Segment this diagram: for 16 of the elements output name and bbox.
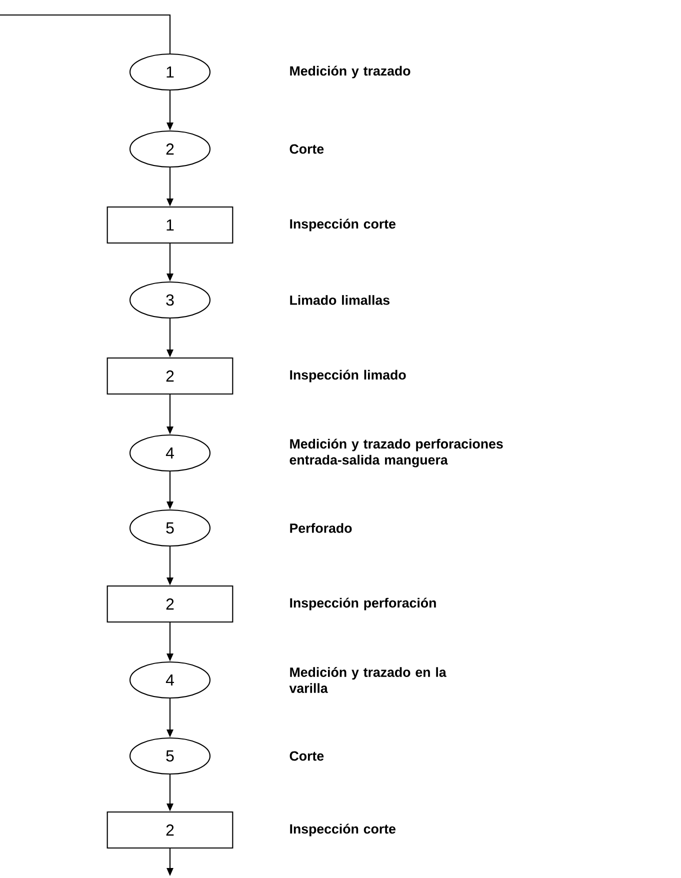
step-label: Inspección corte (290, 824, 396, 836)
step-label: Inspección limado (290, 370, 406, 382)
step-label: Corte (290, 751, 324, 761)
step-label: Corte (290, 144, 324, 154)
step-label: Medición y trazado (290, 66, 410, 78)
inspection-box: 1 (106, 206, 234, 244)
connector-line (0, 14, 171, 54)
step-label: Inspección corte (290, 218, 396, 232)
inspection-box: 2 (106, 585, 234, 623)
step-label: Perforado (290, 523, 352, 533)
inspection-box: 2 (106, 811, 234, 849)
inspection-box: 2 (106, 357, 234, 395)
step-label: Medición y trazado perforaciones entrada-salida manguera (290, 438, 503, 468)
step-label: Inspección perforación (290, 598, 436, 610)
step-label: Limado limallas (290, 295, 390, 305)
step-label: Medición y trazado en la varilla (289, 667, 446, 693)
